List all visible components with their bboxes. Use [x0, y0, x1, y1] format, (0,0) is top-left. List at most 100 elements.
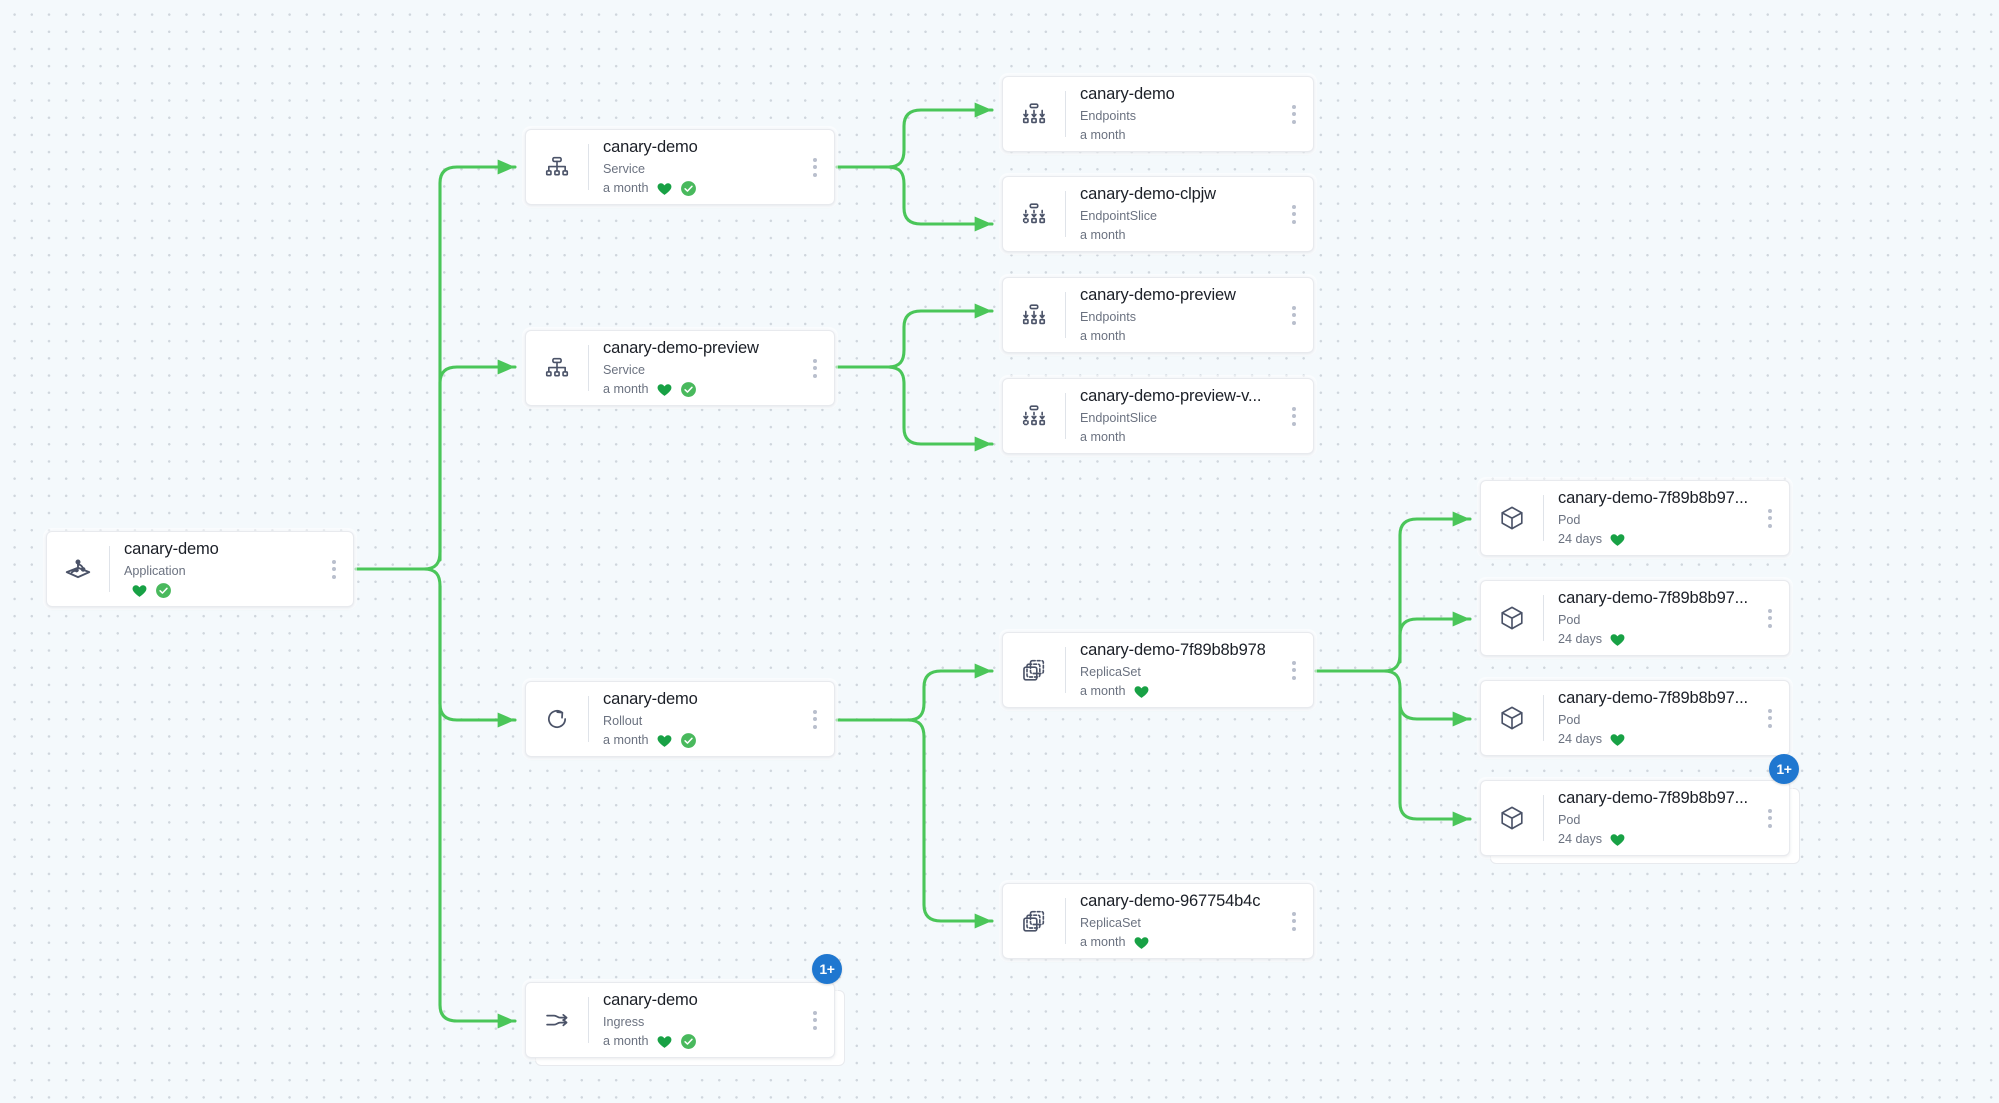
node-title: canary-demo-7f89b8b97...	[1558, 488, 1748, 507]
resource-node-pod-1[interactable]: canary-demo-7f89b8b97... Pod 24 days	[1480, 480, 1790, 556]
health-heart-icon[interactable]	[1609, 831, 1626, 848]
node-menu-button[interactable]	[1757, 781, 1789, 855]
node-meta-row: a month	[1080, 683, 1275, 701]
health-heart-icon[interactable]	[1609, 531, 1626, 548]
node-divider	[1543, 495, 1544, 541]
health-heart-icon[interactable]	[656, 732, 673, 749]
resource-node-endpoints-canary-demo[interactable]: canary-demo Endpoints a month	[1002, 76, 1314, 152]
health-heart-icon[interactable]	[1133, 683, 1150, 700]
node-menu-button[interactable]	[1281, 884, 1313, 958]
node-title: canary-demo-clpjw	[1080, 184, 1216, 203]
node-meta-row: 24 days	[1558, 731, 1751, 749]
node-age: a month	[1080, 328, 1126, 343]
edge-rs-to-pod-2	[1398, 611, 1472, 664]
edge-app-to-rollout	[422, 567, 517, 728]
health-heart-icon[interactable]	[1609, 631, 1626, 648]
edge-service-to-endpointslice	[886, 165, 994, 232]
health-heart-icon[interactable]	[656, 1033, 673, 1050]
node-meta-row: a month	[603, 180, 796, 198]
node-divider	[588, 144, 589, 190]
resource-node-replicaset-7f89b8b978[interactable]: canary-demo-7f89b8b978 ReplicaSet a mont…	[1002, 632, 1314, 708]
resource-node-ingress-canary-demo[interactable]: canary-demo Ingress a month	[525, 982, 835, 1058]
node-age: a month	[603, 732, 649, 747]
node-menu-button[interactable]	[802, 331, 834, 405]
pod-icon	[1481, 681, 1543, 755]
health-heart-icon[interactable]	[131, 582, 148, 599]
node-age: a month	[1080, 127, 1126, 142]
node-divider	[588, 345, 589, 391]
node-meta-row: a month	[1080, 429, 1275, 447]
node-kind: Rollout	[603, 713, 643, 728]
edge-rs-to-pod-4	[1398, 686, 1472, 827]
node-divider	[588, 696, 589, 742]
endpointslice-icon	[1003, 177, 1065, 251]
node-menu-button[interactable]	[1757, 581, 1789, 655]
node-kind: Service	[603, 362, 645, 377]
edge-service-to-endpoints	[886, 102, 994, 169]
edge-app-to-service	[422, 159, 517, 571]
sync-status-icon[interactable]	[680, 1033, 697, 1050]
sync-status-icon[interactable]	[680, 732, 697, 749]
resource-node-pod-3[interactable]: canary-demo-7f89b8b97... Pod 24 days	[1480, 680, 1790, 756]
endpointslice-icon	[1003, 379, 1065, 453]
node-title: canary-demo	[1080, 84, 1175, 103]
node-menu-button[interactable]	[1281, 77, 1313, 151]
node-title: canary-demo-7f89b8b97...	[1558, 588, 1748, 607]
resource-node-rollout-canary-demo[interactable]: canary-demo Rollout a month	[525, 681, 835, 757]
node-menu-button[interactable]	[1757, 681, 1789, 755]
node-menu-button[interactable]	[1281, 379, 1313, 453]
resource-node-pod-2[interactable]: canary-demo-7f89b8b97... Pod 24 days	[1480, 580, 1790, 656]
node-meta-row: a month	[1080, 127, 1275, 145]
resource-node-pod-4[interactable]: canary-demo-7f89b8b97... Pod 24 days	[1480, 780, 1790, 856]
endpoints-icon	[1003, 278, 1065, 352]
sync-status-icon[interactable]	[155, 582, 172, 599]
node-meta-row: 24 days	[1558, 831, 1751, 849]
resource-node-service-canary-demo[interactable]: canary-demo Service a month	[525, 129, 835, 205]
node-kind: Service	[603, 161, 645, 176]
node-age: a month	[1080, 429, 1126, 444]
node-title: canary-demo-preview	[1080, 285, 1236, 304]
node-menu-button[interactable]	[802, 682, 834, 756]
node-kind: ReplicaSet	[1080, 915, 1141, 930]
resource-node-application[interactable]: canary-demo Application	[46, 531, 354, 607]
health-heart-icon[interactable]	[1133, 934, 1150, 951]
health-heart-icon[interactable]	[1609, 731, 1626, 748]
node-kind: Pod	[1558, 612, 1581, 627]
node-kind: EndpointSlice	[1080, 208, 1158, 223]
node-divider	[1543, 795, 1544, 841]
edge-app-to-ingress	[438, 584, 517, 1029]
node-age: a month	[603, 1033, 649, 1048]
node-divider	[1543, 595, 1544, 641]
node-menu-button[interactable]	[1281, 177, 1313, 251]
node-menu-button[interactable]	[1281, 633, 1313, 707]
sync-status-icon[interactable]	[680, 381, 697, 398]
node-title: canary-demo-7f89b8b97...	[1558, 788, 1748, 807]
resource-node-endpointslice-canary-demo-preview[interactable]: canary-demo-preview-v... EndpointSlice a…	[1002, 378, 1314, 454]
node-menu-button[interactable]	[321, 532, 353, 606]
edge-rs-to-pod-1	[1382, 511, 1472, 673]
node-divider	[1065, 292, 1066, 338]
replicaset-icon	[1003, 633, 1065, 707]
ingress-group-count-badge[interactable]: 1+	[812, 954, 842, 984]
node-title: canary-demo-7f89b8b978	[1080, 640, 1266, 659]
node-kind: Pod	[1558, 712, 1581, 727]
health-heart-icon[interactable]	[656, 381, 673, 398]
node-age: a month	[603, 180, 649, 195]
sync-status-icon[interactable]	[680, 180, 697, 197]
node-menu-button[interactable]	[1757, 481, 1789, 555]
node-kind: Application	[124, 563, 186, 578]
pod-group-count-badge[interactable]: 1+	[1769, 754, 1799, 784]
health-heart-icon[interactable]	[656, 180, 673, 197]
node-menu-button[interactable]	[1281, 278, 1313, 352]
resource-node-endpointslice-canary-demo-clpjw[interactable]: canary-demo-clpjw EndpointSlice a month	[1002, 176, 1314, 252]
pod-icon	[1481, 781, 1543, 855]
endpoints-icon	[1003, 77, 1065, 151]
node-meta-row: a month	[1080, 227, 1275, 245]
resource-node-replicaset-967754b4c[interactable]: canary-demo-967754b4c ReplicaSet a month	[1002, 883, 1314, 959]
resource-node-service-canary-demo-preview[interactable]: canary-demo-preview Service a month	[525, 330, 835, 406]
node-kind: Pod	[1558, 812, 1581, 827]
node-menu-button[interactable]	[802, 130, 834, 204]
resource-node-endpoints-canary-demo-preview[interactable]: canary-demo-preview Endpoints a month	[1002, 277, 1314, 353]
node-menu-button[interactable]	[802, 983, 834, 1057]
